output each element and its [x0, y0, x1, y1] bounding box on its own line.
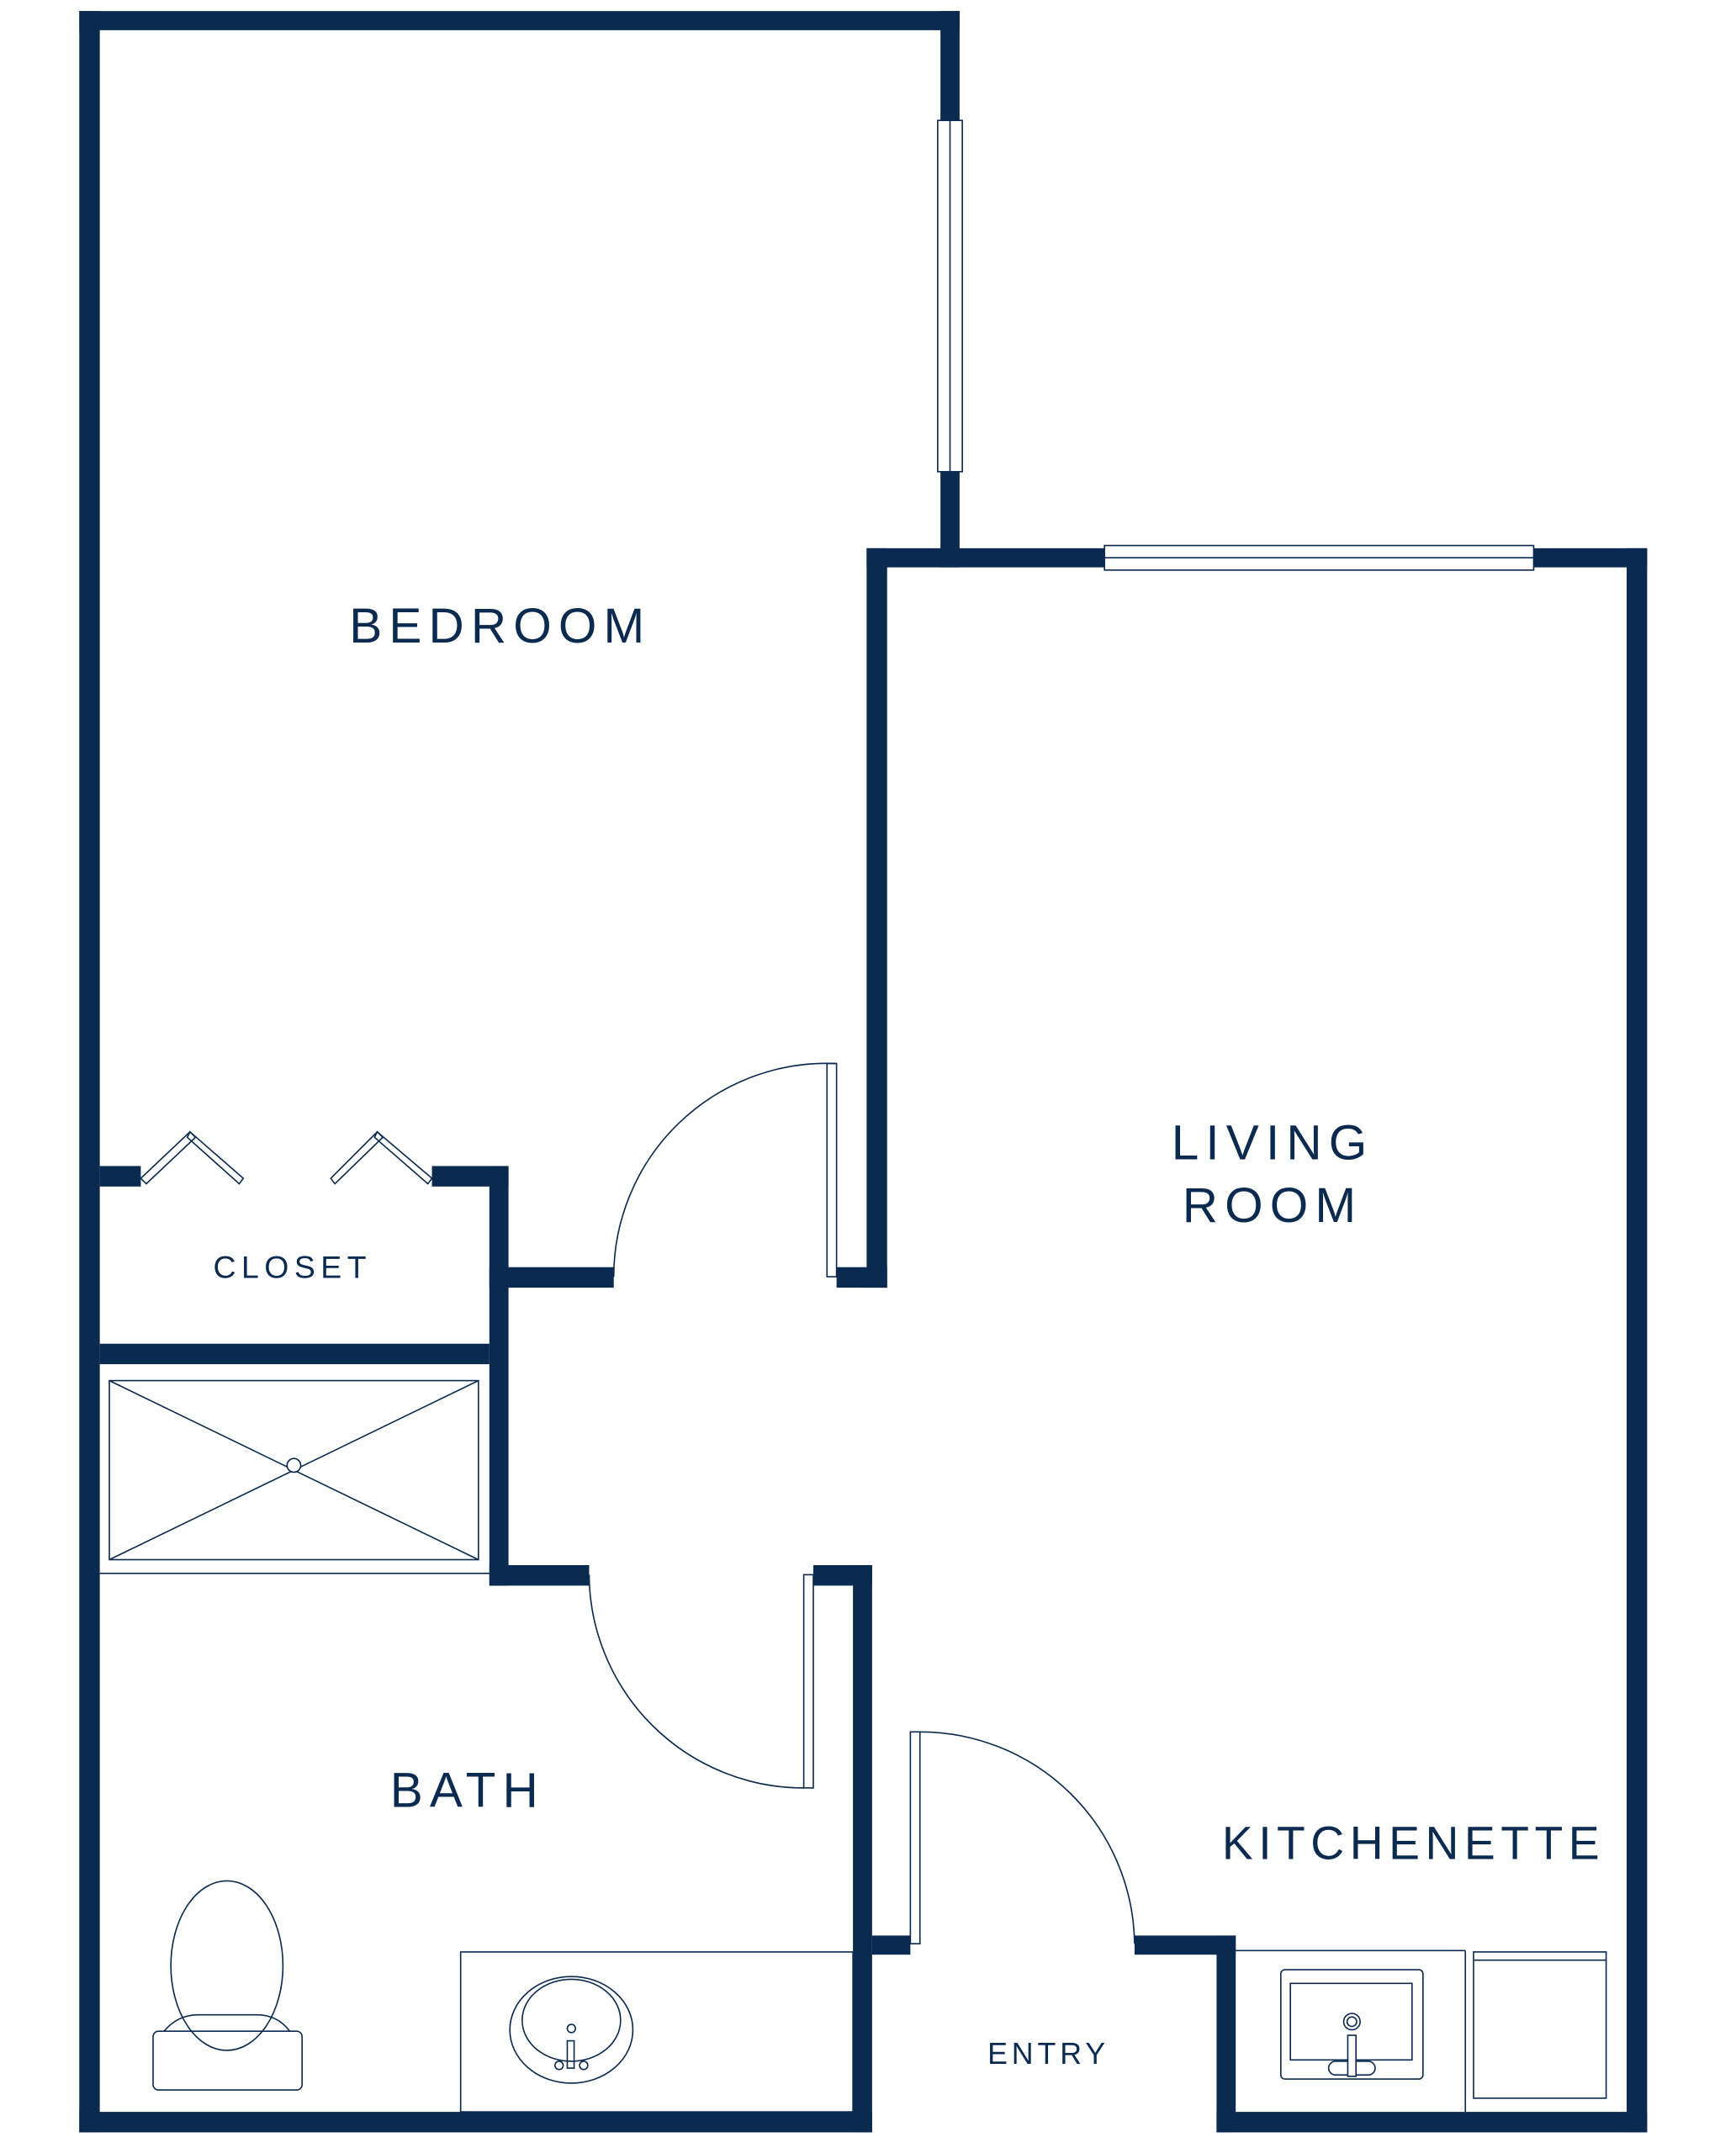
bath-door	[588, 1574, 814, 1789]
shower	[99, 1379, 490, 1574]
bedroom-door	[612, 1062, 838, 1278]
label-living-room: LIVING	[1172, 1115, 1374, 1170]
refrigerator-icon	[1473, 1951, 1607, 2099]
living-room-window	[1104, 544, 1535, 571]
label-bedroom: BEDROOM	[349, 599, 651, 653]
label-bath: BATH	[390, 1764, 545, 1818]
room-labels: BEDROOM LIVING ROOM CLOSET BATH KITCHENE…	[214, 599, 1605, 2071]
doors	[140, 1062, 1135, 1944]
label-closet: CLOSET	[214, 1250, 372, 1285]
closet-bifold-doors	[140, 1130, 433, 1185]
kitchen-sink-icon	[1279, 1969, 1424, 2080]
label-kitchenette: KITCHENETTE	[1222, 1817, 1605, 1869]
bedroom-window	[937, 119, 963, 473]
label-living-room-2: ROOM	[1183, 1178, 1363, 1233]
toilet-icon	[152, 1880, 303, 2091]
bath-vanity	[459, 1951, 854, 2113]
entry-door	[909, 1731, 1135, 1944]
label-entry: ENTRY	[987, 2037, 1109, 2071]
walls	[79, 11, 1648, 2133]
kitchenette-counter	[1236, 1949, 1607, 2113]
windows	[937, 119, 1535, 571]
